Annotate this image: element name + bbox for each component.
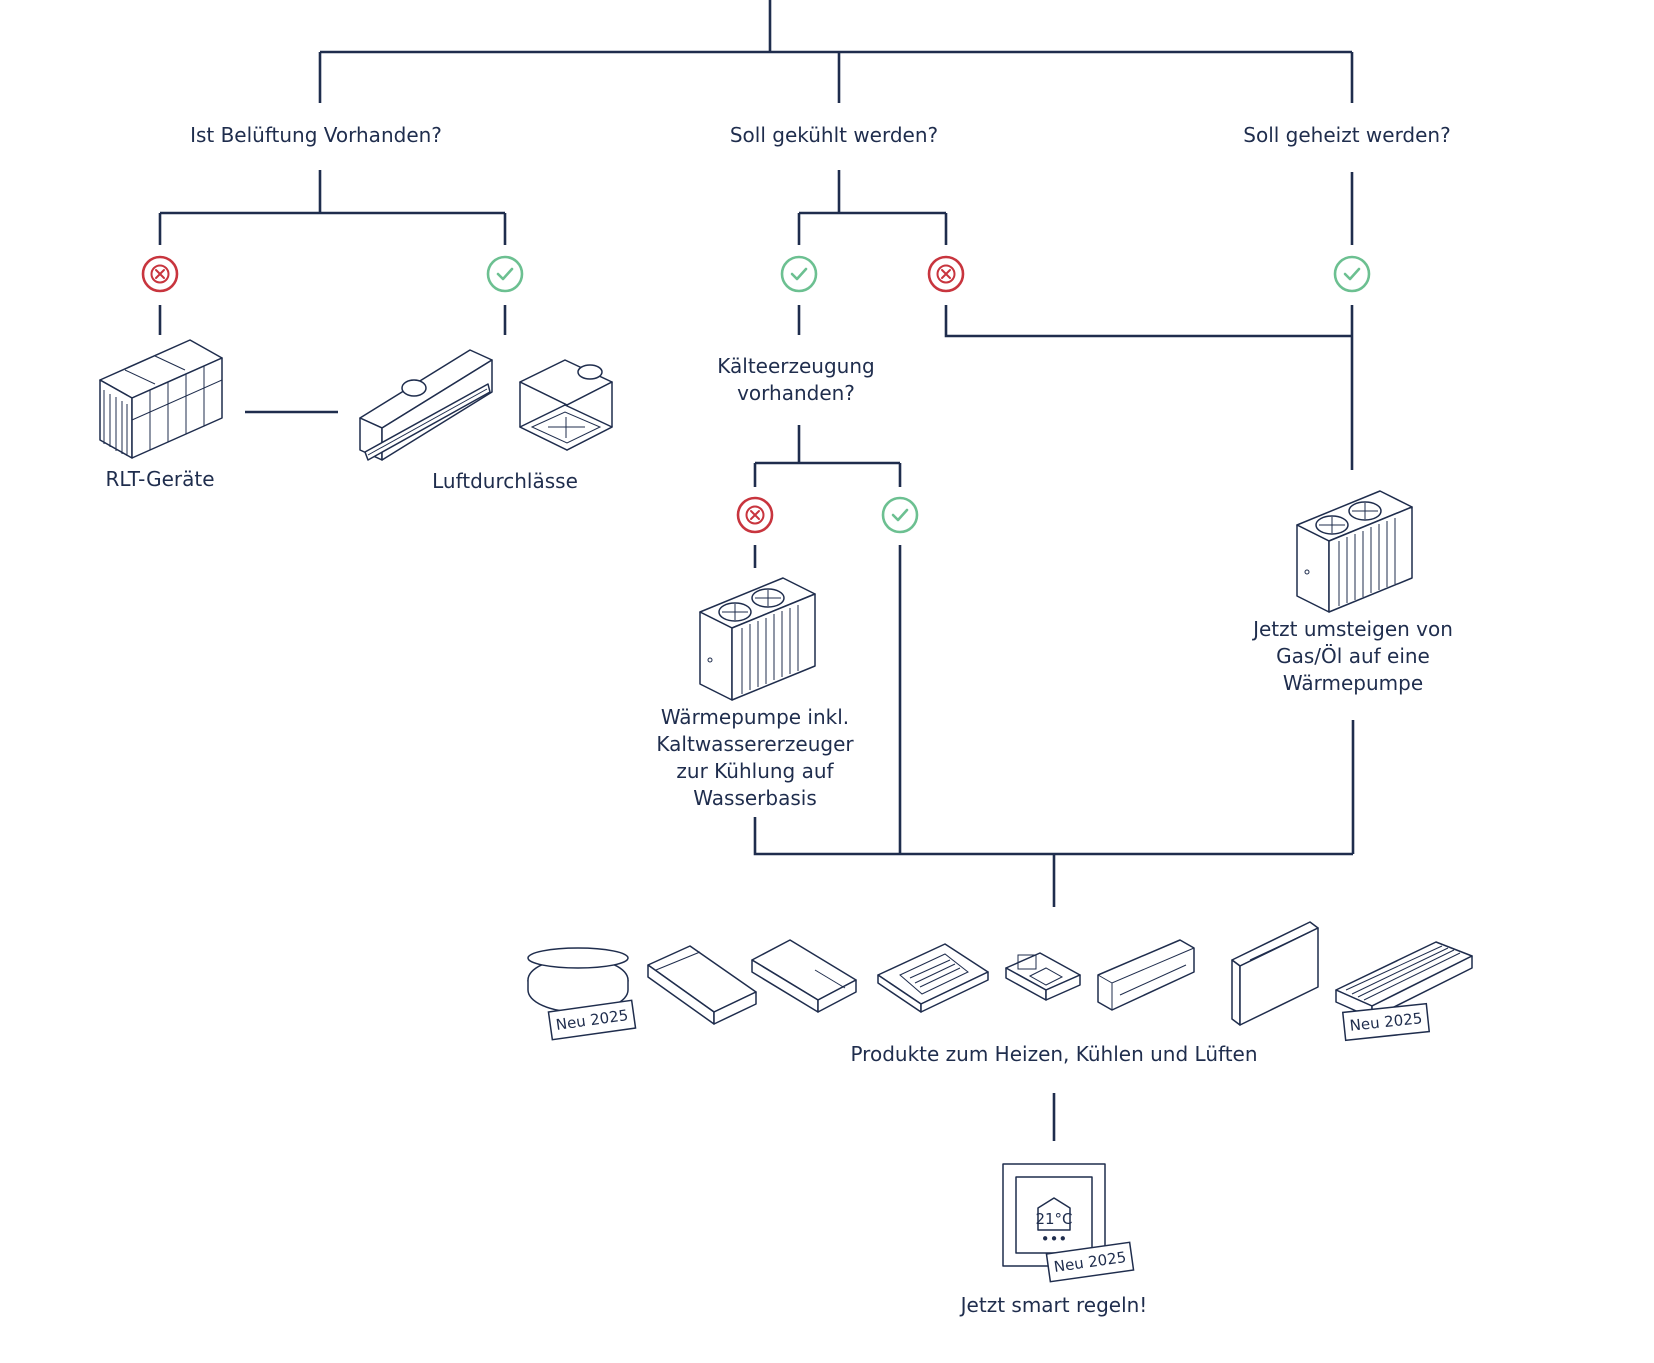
- check-circle-icon: [881, 496, 919, 534]
- ceiling-diffuser-icon: [519, 359, 613, 451]
- question-refrigeration-line-1: Kälteerzeugung: [717, 354, 874, 378]
- product-switch-heat-pump-line-3: Wärmepumpe: [1283, 671, 1423, 695]
- x-circle-icon: [141, 255, 179, 293]
- question-ventilation: Ist Belüftung Vorhanden?: [190, 123, 442, 147]
- product-heat-pump-chiller-line-3: zur Kühlung auf: [676, 759, 834, 783]
- product-air-outlets-label: Luftdurchlässe: [432, 469, 578, 493]
- product-smart-control-label: Jetzt smart regeln!: [959, 1293, 1148, 1317]
- question-cooling: Soll gekühlt werden?: [730, 123, 938, 147]
- heat-pump-icon: [1296, 490, 1413, 613]
- four-way-cassette-icon: [877, 943, 989, 1013]
- product-terminal-units-label: Produkte zum Heizen, Kühlen und Lüften: [850, 1042, 1257, 1066]
- product-heat-pump-chiller-line-4: Wasserbasis: [693, 786, 816, 810]
- thermostat-dots: •••: [1041, 1230, 1068, 1248]
- product-rlt-label: RLT-Geräte: [105, 467, 214, 491]
- badge-new: Neu 2025: [1045, 1241, 1135, 1283]
- product-switch-heat-pump-line-2: Gas/Öl auf eine: [1276, 644, 1430, 668]
- check-circle-icon: [780, 255, 818, 293]
- x-circle-icon: [927, 255, 965, 293]
- linear-diffuser-icon: [359, 349, 493, 461]
- ceiling-unit-icon: [647, 945, 757, 1025]
- compact-cassette-icon: [1005, 952, 1081, 1001]
- floor-console-icon: [1231, 921, 1319, 1026]
- check-circle-icon: [1333, 255, 1371, 293]
- badge-new: Neu 2025: [1341, 1002, 1431, 1042]
- check-circle-icon: [486, 255, 524, 293]
- product-heat-pump-chiller-line-1: Wärmepumpe inkl.: [661, 705, 849, 729]
- connector-lines: [158, 0, 1355, 1141]
- thermostat-temperature: 21°C: [1035, 1210, 1072, 1228]
- wall-unit-icon: [1097, 939, 1195, 1011]
- question-refrigeration-line-2: vorhanden?: [737, 381, 855, 405]
- badge-new: Neu 2025: [547, 999, 637, 1041]
- x-circle-icon: [736, 496, 774, 534]
- product-switch-heat-pump-line-1: Jetzt umsteigen von: [1251, 617, 1453, 641]
- product-heat-pump-chiller-line-2: Kaltwassererzeuger: [656, 732, 854, 756]
- heat-pump-chiller-icon: [699, 577, 816, 701]
- round-cassette-icon: [527, 947, 629, 1013]
- rlt-unit-icon: [99, 339, 223, 459]
- underceiling-unit-icon: [751, 939, 857, 1013]
- question-heating: Soll geheizt werden?: [1243, 123, 1450, 147]
